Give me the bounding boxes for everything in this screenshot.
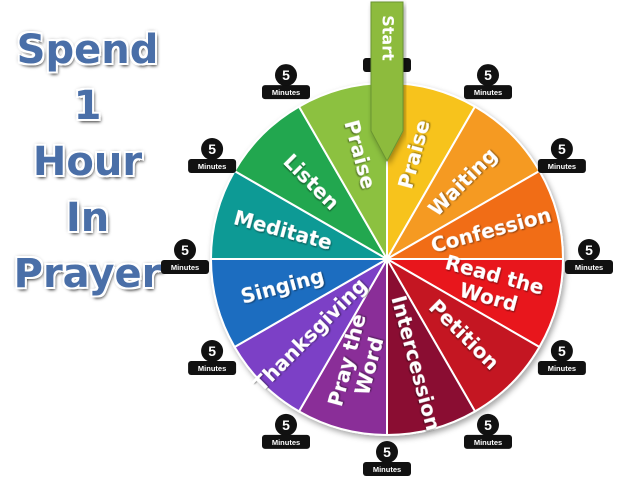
timer-minutes-value: 5 [585, 242, 593, 258]
timer-circle-icon [550, 138, 573, 160]
timer-circle-icon [275, 64, 297, 87]
timer-minutes-value: 5 [484, 417, 492, 433]
timer-unit-label: Minutes [171, 263, 199, 272]
timer-plate [464, 85, 512, 100]
start-arrow-icon [370, 1, 404, 163]
timer-circle-icon [477, 413, 499, 436]
wheel-segment [233, 256, 390, 413]
timer-unit-label: Minutes [198, 162, 226, 171]
title-line: Hour [32, 139, 143, 185]
wheel-segment [383, 258, 565, 349]
timer-circle-icon [477, 64, 499, 87]
timer-plate [262, 85, 310, 100]
timer-unit-label: Minutes [474, 88, 502, 97]
timer-unit-label: Minutes [373, 465, 401, 474]
wheel-segment [386, 255, 477, 437]
timer-unit-label: Minutes [548, 162, 576, 171]
timer-minutes-value: 5 [383, 444, 391, 460]
title-line: In [65, 195, 110, 241]
timer-minutes-value: 5 [208, 141, 216, 157]
timer-minutes-value: 5 [282, 67, 290, 83]
timer-plate [537, 361, 586, 375]
wheel-segments [209, 81, 565, 437]
timer-plate [565, 260, 613, 274]
title-line: Prayer [13, 251, 162, 297]
timer-unit-label: Minutes [474, 438, 502, 447]
timer-unit-label: Minutes [548, 364, 576, 373]
start-label: Start [379, 15, 398, 61]
timer-unit-label: Minutes [198, 364, 226, 373]
timer-minutes-value: 5 [208, 343, 216, 359]
timer-plate [464, 434, 512, 449]
timer-circle-icon [275, 413, 297, 436]
timer-plate [188, 361, 237, 375]
wheel-segment [384, 256, 541, 413]
timer-circle-icon [550, 340, 573, 362]
timer-minutes-value: 5 [558, 141, 566, 157]
timer-plate [161, 260, 209, 274]
timer-circle-icon [376, 441, 398, 463]
page-title: Spend 1 Hour In Prayer [0, 22, 175, 302]
timer-minutes-value: 5 [484, 67, 492, 83]
timer-minutes-value: 5 [558, 343, 566, 359]
timer-circle-icon [174, 239, 196, 261]
wheel-segment [297, 255, 388, 437]
timer-plate [188, 159, 237, 173]
timer-minutes-value: 5 [282, 417, 290, 433]
timer-minutes-value: 5 [181, 242, 189, 258]
timer-plate [363, 462, 411, 476]
start-pointer: Start [370, 1, 404, 163]
title-line: Spend 1 [16, 27, 159, 129]
timer-unit-label: Minutes [272, 88, 300, 97]
timer-unit-label: Minutes [575, 263, 603, 272]
timer-plate [537, 159, 586, 173]
timer-unit-label: Minutes [272, 438, 300, 447]
timer-plate [262, 434, 310, 449]
timer-circle-icon [201, 138, 224, 160]
timer-circle-icon [578, 239, 600, 261]
timer-circle-icon [201, 340, 224, 362]
wheel-segment [209, 258, 391, 349]
